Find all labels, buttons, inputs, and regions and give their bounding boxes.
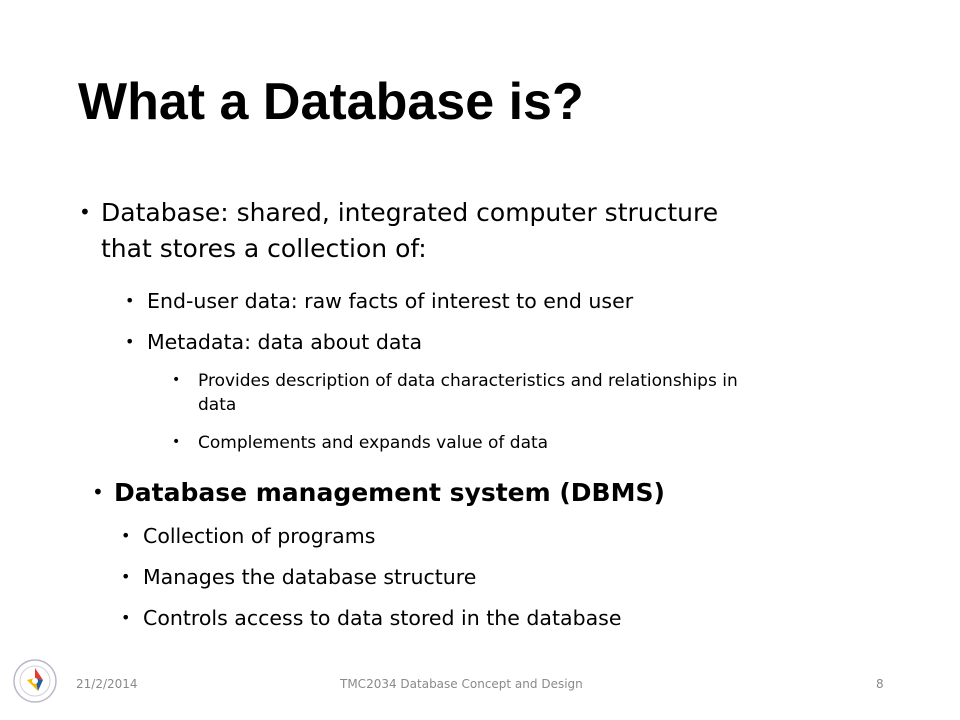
bullet-icon: • (172, 434, 181, 450)
bullet-icon: • (125, 291, 135, 310)
bullet-icon: • (121, 526, 131, 545)
bullet-icon: • (92, 480, 104, 504)
bullet-text-line1: Database: shared, integrated computer st… (101, 198, 719, 227)
bullet-text-line1: Provides description of data characteris… (198, 371, 738, 391)
bullet-text-line2: that stores a collection of: (101, 234, 427, 263)
university-seal-icon (13, 659, 57, 703)
bullet-text-line2: data (198, 395, 237, 415)
footer-date: 21/2/2014 (76, 677, 138, 691)
bullet-text: Metadata: data about data (147, 330, 423, 354)
bullet-icon: • (121, 567, 131, 586)
bullet-text: Database management system (DBMS) (114, 478, 665, 507)
bullet-text: Controls access to data stored in the da… (143, 606, 622, 630)
bullet-icon: • (125, 332, 135, 351)
footer-page-number: 8 (876, 677, 884, 691)
bullet-text: Manages the database structure (143, 565, 477, 589)
bullet-text: End-user data: raw facts of interest to … (147, 289, 634, 313)
bullet-icon: • (121, 608, 131, 627)
slide-title: What a Database is? (78, 73, 584, 131)
bullet-text: Complements and expands value of data (198, 433, 549, 453)
bullet-icon: • (172, 372, 181, 388)
bullet-text: Collection of programs (143, 524, 376, 548)
footer-course-title: TMC2034 Database Concept and Design (340, 677, 583, 691)
bullet-icon: • (79, 200, 91, 224)
